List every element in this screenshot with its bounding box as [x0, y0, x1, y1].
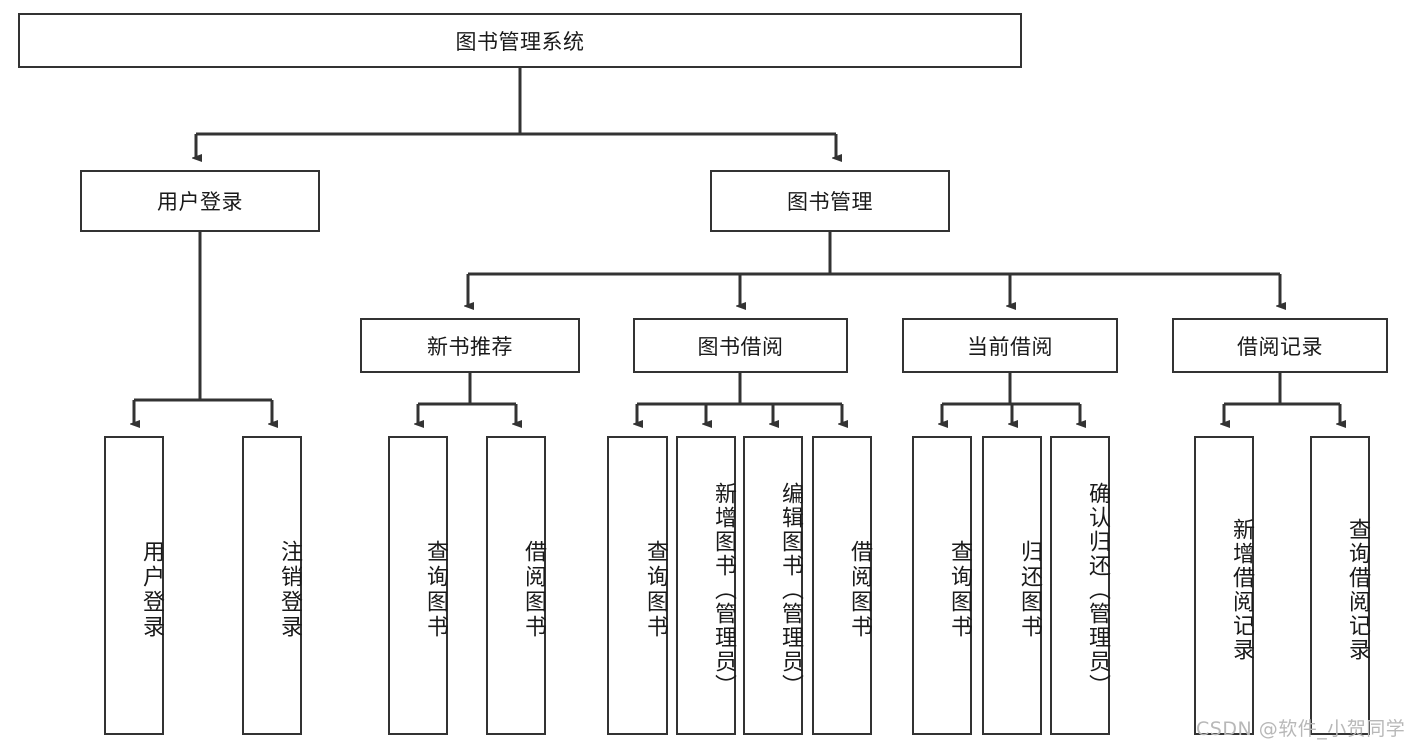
node-leaf-return-book[interactable]: 归还图书	[982, 436, 1042, 735]
node-leaf-user-logout-label: 注销登录	[277, 539, 302, 640]
node-leaf-confirm-return-admin-label: 确认归还（管理员）	[1085, 481, 1110, 698]
edge-bookmgmt-to-level3	[468, 232, 1280, 306]
node-leaf-query-book-recommend-label: 查询图书	[423, 539, 448, 640]
node-borrow-record[interactable]: 借阅记录	[1172, 318, 1388, 373]
node-book-management-label: 图书管理	[787, 190, 873, 214]
edge-userlogin-to-leaves	[134, 232, 272, 424]
node-leaf-add-book-admin-label: 新增图书（管理员）	[711, 481, 736, 698]
node-leaf-add-book-admin[interactable]: 新增图书（管理员）	[676, 436, 736, 735]
node-leaf-confirm-return-admin[interactable]: 确认归还（管理员）	[1050, 436, 1110, 735]
node-leaf-add-borrow-record-label: 新增借阅记录	[1229, 517, 1254, 662]
node-root-label: 图书管理系统	[455, 29, 585, 54]
node-book-management[interactable]: 图书管理	[710, 170, 950, 232]
edge-root-to-level2	[196, 68, 836, 158]
node-leaf-user-login[interactable]: 用户登录	[104, 436, 164, 735]
node-leaf-borrow-book-label: 借阅图书	[847, 539, 872, 640]
node-new-book-recommend[interactable]: 新书推荐	[360, 318, 580, 373]
node-current-borrow-label: 当前借阅	[967, 334, 1053, 359]
node-leaf-edit-book-admin[interactable]: 编辑图书（管理员）	[743, 436, 803, 735]
edge-record-to-leaves	[1224, 373, 1340, 424]
node-leaf-user-login-label: 用户登录	[139, 539, 164, 640]
node-leaf-query-borrow-record-label: 查询借阅记录	[1345, 517, 1370, 662]
edge-current-to-leaves	[942, 373, 1080, 424]
node-leaf-query-book-borrow[interactable]: 查询图书	[607, 436, 668, 735]
node-current-borrow[interactable]: 当前借阅	[902, 318, 1118, 373]
node-leaf-edit-book-admin-label: 编辑图书（管理员）	[778, 481, 803, 698]
node-root[interactable]: 图书管理系统	[18, 13, 1022, 68]
node-leaf-borrow-book[interactable]: 借阅图书	[812, 436, 872, 735]
node-leaf-query-book-recommend[interactable]: 查询图书	[388, 436, 448, 735]
node-leaf-borrow-book-recommend-label: 借阅图书	[521, 539, 546, 640]
node-leaf-query-book-current-label: 查询图书	[947, 539, 972, 640]
node-leaf-query-borrow-record[interactable]: 查询借阅记录	[1310, 436, 1370, 735]
node-leaf-query-book-borrow-label: 查询图书	[643, 539, 668, 640]
csdn-watermark: CSDN @软件_小贺同学	[1196, 718, 1405, 740]
node-leaf-borrow-book-recommend[interactable]: 借阅图书	[486, 436, 546, 735]
node-book-borrow-label: 图书借阅	[697, 334, 784, 359]
edge-newbook-to-leaves	[418, 373, 516, 424]
node-book-borrow[interactable]: 图书借阅	[633, 318, 848, 373]
node-leaf-query-book-current[interactable]: 查询图书	[912, 436, 972, 735]
node-user-login[interactable]: 用户登录	[80, 170, 320, 232]
node-leaf-user-logout[interactable]: 注销登录	[242, 436, 302, 735]
node-new-book-recommend-label: 新书推荐	[427, 334, 513, 359]
node-leaf-add-borrow-record[interactable]: 新增借阅记录	[1194, 436, 1254, 735]
node-user-login-label: 用户登录	[157, 190, 243, 214]
edge-borrow-to-leaves	[637, 373, 842, 424]
node-leaf-return-book-label: 归还图书	[1017, 539, 1042, 640]
node-borrow-record-label: 借阅记录	[1237, 334, 1323, 359]
